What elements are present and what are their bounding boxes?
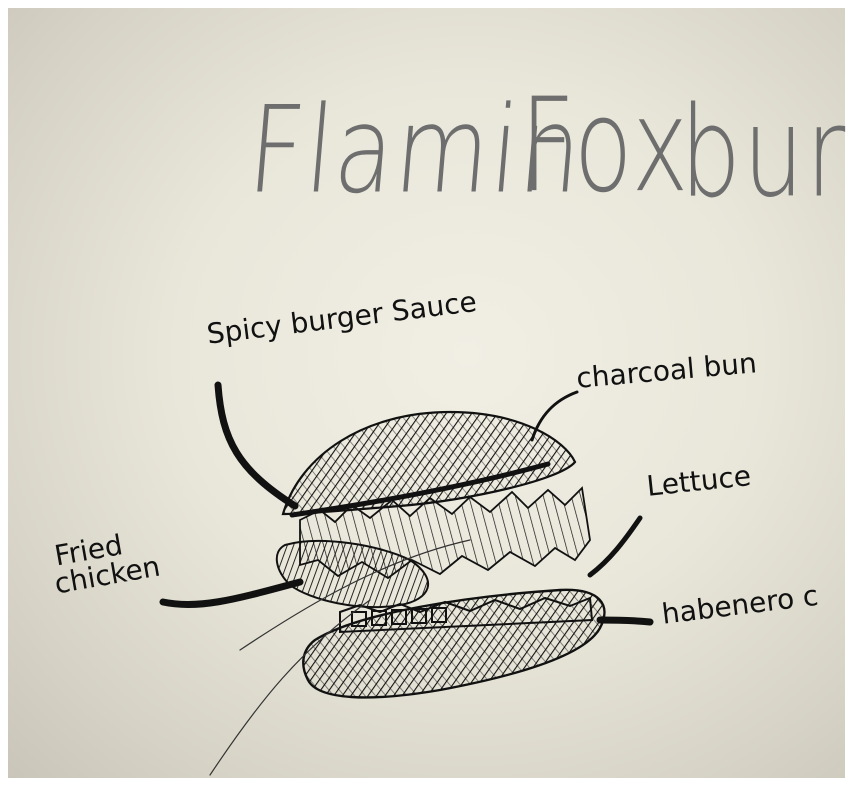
chicken-leader xyxy=(163,582,300,605)
habenero-leader xyxy=(600,620,650,622)
sauce-leader xyxy=(218,385,295,506)
lettuce-leader xyxy=(590,518,640,575)
